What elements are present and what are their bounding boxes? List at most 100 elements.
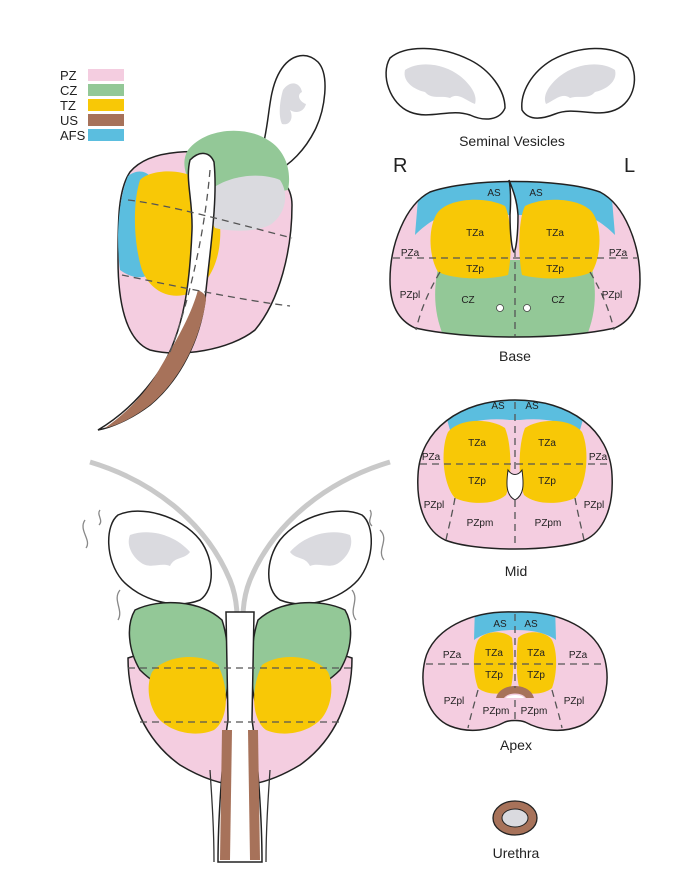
legend-item-tz: TZ [60,98,124,113]
coronal-sphincter-left [220,730,232,860]
coronal-vesicle-folds-right [290,532,352,566]
mid-label-tzp-l: TZp [538,476,556,487]
base-dash-right-oblique [415,271,441,331]
sagittal-vesicle-folds [279,83,306,125]
apex-section: AS AS TZa TZa TZp TZp PZa PZa PZpl PZpl … [422,611,608,732]
mid-label-as-l: AS [525,401,539,412]
legend-label-pz: PZ [60,68,77,83]
apex-tz-left [516,632,557,694]
base-tz-right [430,199,511,279]
right-side-label: R [393,155,407,177]
mid-dash-right-oblique [445,497,456,541]
seminal-vesicle-right-folds [404,64,476,104]
base-tz-left [519,199,600,279]
apex-afs [474,611,556,640]
legend-swatch-us [88,114,124,126]
legend-swatch-afs [88,129,124,141]
base-dash-left-oblique [589,271,615,331]
legend: PZ CZ TZ US AFS [60,68,124,143]
coronal-tz-right [254,656,332,734]
seminal-vesicle-left-folds [544,64,616,104]
base-label-cz-l: CZ [551,295,564,306]
base-ejaculatory-duct-right [496,304,504,312]
apex-label-tzp-l: TZp [527,670,545,681]
legend-item-cz: CZ [60,83,124,98]
mid-label-pza-l: PZa [589,452,608,463]
base-label-pzpl-l: PZpl [602,290,623,301]
apex-caption: Apex [500,737,532,753]
apex-label-as-r: AS [493,619,507,630]
coronal-outer-tube-right [265,769,271,863]
sagittal-dash-b [121,274,291,307]
apex-label-tza-l: TZa [527,648,545,659]
mid-label-tza-l: TZa [538,438,556,449]
base-label-tzp-r: TZp [466,264,484,275]
coronal-view [82,459,391,863]
legend-label-cz: CZ [60,83,77,98]
base-label-tza-r: TZa [466,228,484,239]
apex-label-pza-r: PZa [443,650,462,661]
mid-tz-left [519,420,587,503]
apex-outline [422,611,608,732]
urethra-cross-section: Urethra [492,800,540,861]
base-caption: Base [499,348,531,364]
apex-dash-left-oblique [551,689,563,729]
mid-urethra [506,468,524,501]
base-urethra-slit [508,179,519,254]
coronal-duct-squiggle-4 [351,589,357,621]
legend-item-pz: PZ [60,68,124,83]
mid-section: AS AS TZa TZa TZp TZp PZa PZa PZpl PZpl … [417,399,613,550]
base-ejaculatory-duct-left [523,304,531,312]
legend-label-tz: TZ [60,98,76,113]
left-side-label: L [624,155,635,177]
base-label-cz-r: CZ [461,295,474,306]
mid-label-pzpl-l: PZpl [584,500,605,511]
mid-label-pza-r: PZa [422,452,441,463]
mid-dash-left-oblique [574,497,585,541]
legend-label-us: US [60,113,78,128]
coronal-vesicle-folds-left [128,532,190,566]
apex-label-pzpl-r: PZpl [444,696,465,707]
mid-label-pzpl-r: PZpl [424,500,445,511]
mid-label-tzp-r: TZp [468,476,486,487]
mid-label-as-r: AS [491,401,505,412]
legend-swatch-tz [88,99,124,111]
apex-tz-right [473,632,514,694]
sagittal-overlap-zone [207,175,286,231]
coronal-outer-tube-left [209,769,215,863]
urethra-lumen [501,808,529,828]
apex-label-tzp-r: TZp [485,670,503,681]
coronal-duct-squiggle-1 [82,509,102,549]
base-label-as-r: AS [487,188,501,199]
coronal-duct-squiggle-2 [369,509,385,561]
coronal-duct-squiggle-3 [116,589,121,621]
base-label-pzpl-r: PZpl [400,290,421,301]
mid-label-pzpm-r: PZpm [467,518,494,529]
sagittal-dash-a [127,199,293,239]
mid-outline [417,399,613,550]
apex-sphincter [496,686,534,698]
seminal-vesicles-group: Seminal Vesicles [385,47,636,149]
apex-label-pzpl-l: PZpl [564,696,585,707]
apex-label-pza-l: PZa [569,650,588,661]
apex-pz [422,611,608,731]
urethra-caption: Urethra [493,845,540,861]
base-outline [389,180,641,338]
mid-caption: Mid [505,563,528,579]
base-label-tzp-l: TZp [546,264,564,275]
apex-label-pzpm-l: PZpm [521,706,548,717]
legend-swatch-pz [88,69,124,81]
legend-label-afs: AFS [60,128,86,143]
coronal-tz-left [148,656,226,734]
apex-label-tza-r: TZa [485,648,503,659]
apex-dash-right-oblique [467,689,479,729]
seminal-vesicles-label: Seminal Vesicles [459,133,565,149]
sagittal-urethral-sphincter [105,290,206,428]
legend-swatch-cz [88,84,124,96]
mid-label-pzpm-l: PZpm [535,518,562,529]
apex-label-pzpm-r: PZpm [483,706,510,717]
apex-label-as-l: AS [524,619,538,630]
coronal-sphincter-right [248,730,260,860]
mid-label-tza-r: TZa [468,438,486,449]
